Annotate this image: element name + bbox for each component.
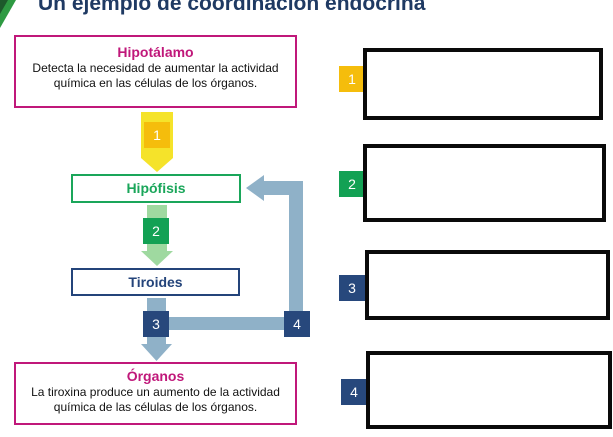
- step-badge-1: 1: [144, 122, 170, 148]
- feedback-arrow: [160, 175, 303, 330]
- page-title: Un ejemplo de coordinación endocrina: [38, 0, 426, 15]
- step-badge-4: 4: [284, 311, 310, 337]
- step-badge-2: 2: [143, 218, 169, 244]
- answer-badge-1: 1: [339, 66, 365, 92]
- hipotalamo-text-line2: química en las células de los órganos.: [53, 76, 258, 90]
- answer-badge-2: 2: [339, 171, 365, 197]
- organos-heading: Órganos: [126, 368, 185, 384]
- organos-box: Órganos La tiroxina produce un aumento d…: [14, 362, 297, 425]
- corner-decoration: [0, 0, 16, 28]
- answer-box-3[interactable]: [365, 250, 610, 320]
- hipotalamo-box: Hipotálamo Detecta la necesidad de aumen…: [14, 35, 297, 108]
- hipofisis-box: Hipófisis: [71, 174, 241, 203]
- hipotalamo-text-line1: Detecta la necesidad de aumentar la acti…: [32, 61, 279, 75]
- tiroides-box: Tiroides: [71, 268, 240, 296]
- step-badge-3: 3: [143, 311, 169, 337]
- hipotalamo-heading: Hipotálamo: [117, 44, 194, 60]
- answer-box-1[interactable]: [363, 48, 603, 120]
- answer-box-2[interactable]: [363, 144, 606, 222]
- answer-box-4[interactable]: [366, 351, 612, 429]
- answer-badge-4: 4: [341, 379, 367, 405]
- answer-badge-3: 3: [339, 275, 365, 301]
- organos-text-line1: La tiroxina produce un aumento de la act…: [31, 385, 280, 399]
- organos-text-line2: química de las células de los órganos.: [53, 400, 258, 414]
